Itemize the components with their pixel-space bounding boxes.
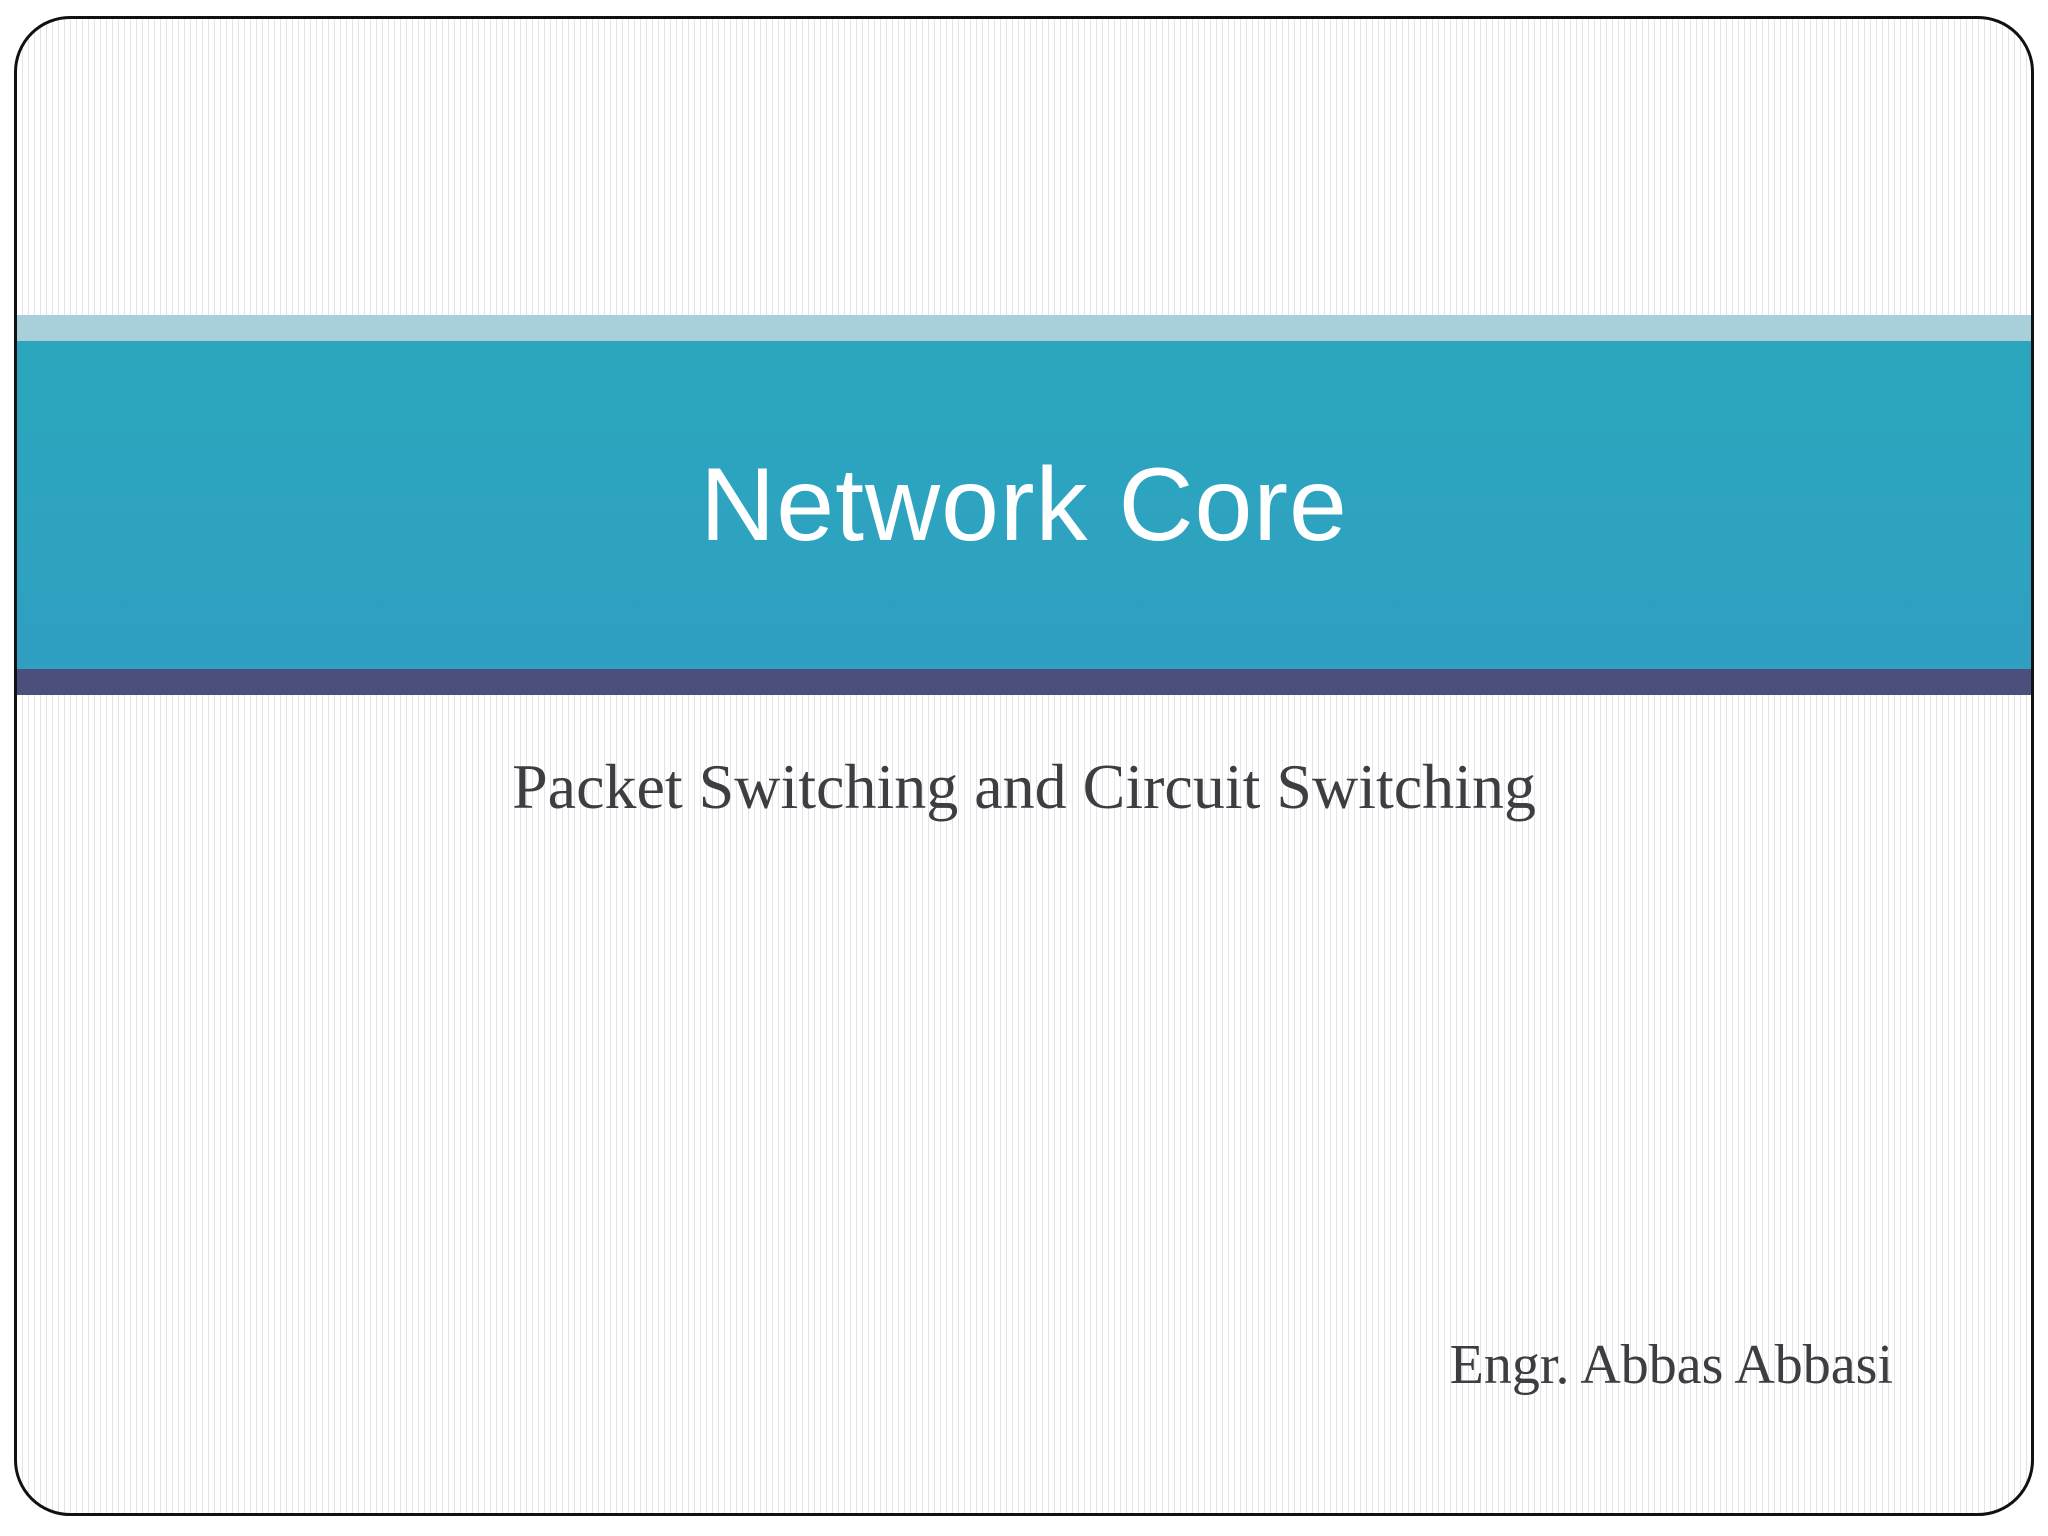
title-band-bottom-stripe [17,669,2031,695]
slide-frame: Network Core Packet Switching and Circui… [14,16,2034,1516]
title-band-top-stripe [17,315,2031,341]
author-name: Engr. Abbas Abbasi [1449,1334,1893,1396]
slide-title-text: Network Core [700,446,1348,563]
slide-title: Network Core [17,341,2031,669]
slide-subtitle: Packet Switching and Circuit Switching [512,751,1536,822]
title-band [17,341,2031,669]
